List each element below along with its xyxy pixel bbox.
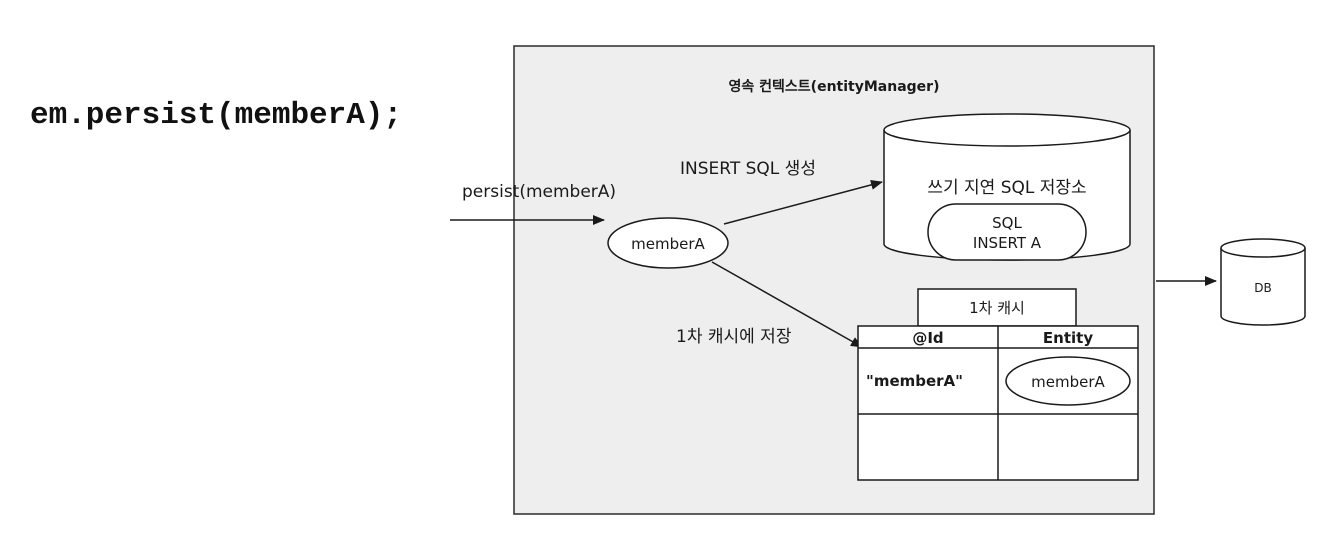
cache-row-entity-node — [1005, 356, 1131, 406]
cache-title: 1차 캐시 — [969, 299, 1025, 317]
entity-node-label: memberA — [631, 235, 705, 253]
sql-store-item-line2: INSERT A — [973, 234, 1042, 252]
db-cylinder — [1220, 238, 1306, 326]
save-to-cache-arrow — [711, 261, 863, 348]
db-label: DB — [1254, 281, 1271, 295]
sql-store-title: 쓰기 지연 SQL 저장소 — [927, 178, 1086, 198]
insert-sql-arrow — [723, 179, 883, 225]
cache-row-entity-label: memberA — [1031, 373, 1105, 391]
sql-store-item-line1: SQL — [992, 214, 1022, 232]
entity-node — [607, 217, 729, 269]
persistence-context-title: 영속 컨텍스트(entityManager) — [729, 78, 940, 95]
cache-header-entity: Entity — [1043, 329, 1093, 347]
cache-row-id: "memberA" — [866, 372, 963, 390]
save-to-cache-label: 1차 캐시에 저장 — [676, 327, 792, 347]
persist-call-label: persist(memberA) — [462, 182, 616, 202]
code-statement: em.persist(memberA); — [30, 98, 403, 133]
insert-sql-label: INSERT SQL 생성 — [680, 159, 816, 179]
cache-header-id: @Id — [912, 329, 943, 347]
sql-store-item — [927, 203, 1087, 261]
